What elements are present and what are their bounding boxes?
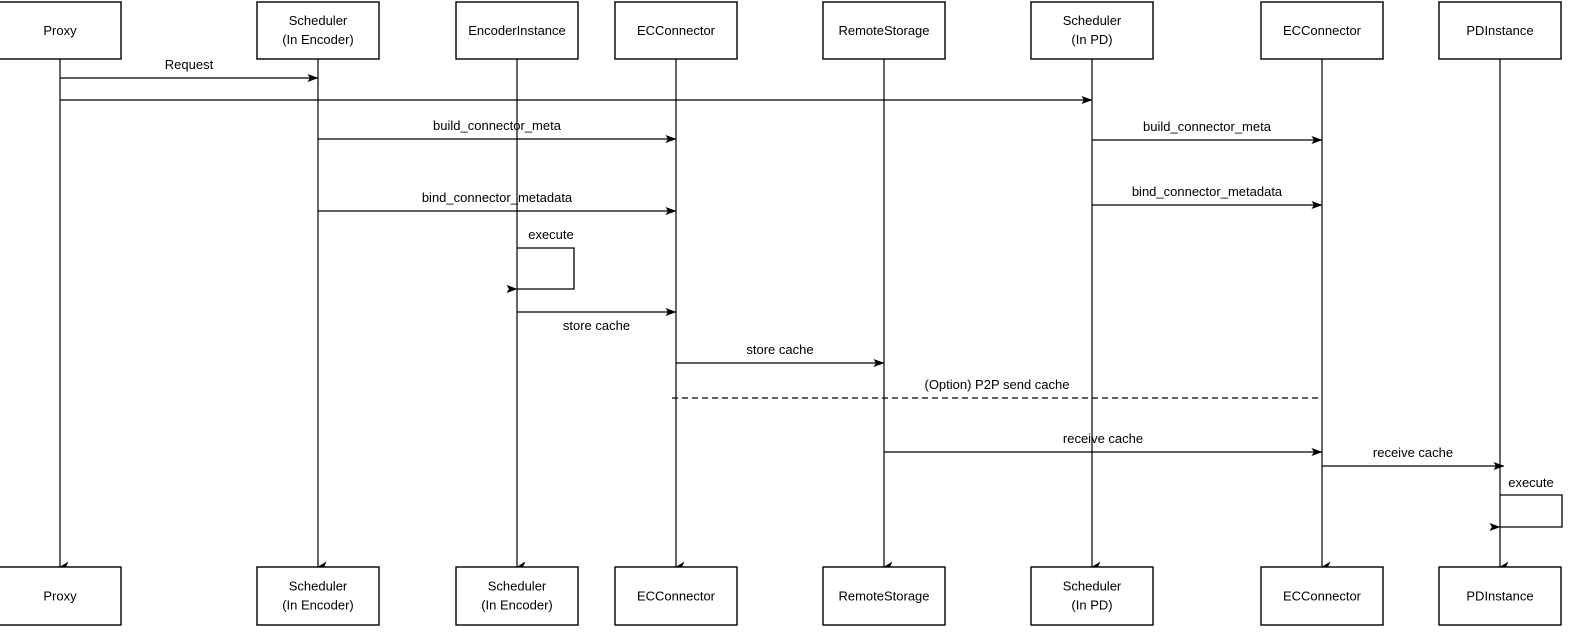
bottom-participant-label-remote-storage: RemoteStorage: [838, 588, 929, 603]
lifelines-group: [59, 59, 1509, 573]
message-m8: store cache: [676, 342, 885, 367]
bottom-participant-box-ecconnector-enc: [614, 566, 738, 626]
top-participant-box-remote-storage: [822, 1, 946, 60]
message-label-m5: bind_connector_metadata: [422, 190, 573, 205]
top-participant-label-ecconnector-pd: ECConnector: [1283, 23, 1362, 38]
message-m1: Request: [60, 57, 319, 82]
message-m11: receive cache: [1322, 445, 1505, 470]
top-participant-box-proxy: [0, 1, 122, 60]
top-participant-box-ecconnector-enc: [614, 1, 738, 60]
bottom-participant-label-encoder-instance: Scheduler: [488, 578, 547, 593]
bottom-participant-box-ecconnector-pd: [1260, 566, 1384, 626]
message-label-m9: (Option) P2P send cache: [924, 377, 1069, 392]
top-participant-box-sched-pd: [1030, 1, 1154, 60]
top-participant-label-sched-encoder: Scheduler: [289, 13, 348, 28]
top-participant-label-ecconnector-enc: ECConnector: [637, 23, 716, 38]
bottom-participant-sublabel-sched-encoder: (In Encoder): [282, 597, 354, 612]
bottom-participant-sublabel-sched-pd: (In PD): [1071, 597, 1112, 612]
top-participant-boxes: Proxy Scheduler (In Encoder) EncoderInstanc…: [0, 1, 1562, 60]
message-m6: bind_connector_metadata: [1092, 184, 1323, 209]
message-label-m4: build_connector_meta: [1143, 119, 1272, 134]
top-participant-sublabel-sched-encoder: (In Encoder): [282, 32, 354, 47]
messages-group: Request build_connector_meta build_connect…: [60, 57, 1505, 470]
bottom-participant-box-encoder-instance: [455, 566, 579, 626]
self-message-s1: execute: [506, 227, 575, 293]
message-m7: store cache: [517, 308, 677, 333]
bottom-participant-label-sched-encoder: Scheduler: [289, 578, 348, 593]
message-m9: (Option) P2P send cache: [672, 377, 1322, 399]
message-label-m1: Request: [165, 57, 214, 72]
bottom-participant-label-ecconnector-enc: ECConnector: [637, 588, 716, 603]
message-m5: bind_connector_metadata: [318, 190, 677, 215]
top-participant-ecconnector-enc: ECConnector: [614, 1, 738, 60]
self-message-path-s1: [506, 247, 575, 293]
top-participant-label-pd-instance: PDInstance: [1466, 23, 1533, 38]
top-participant-sublabel-sched-pd: (In PD): [1071, 32, 1112, 47]
bottom-participant-box-proxy: [0, 566, 122, 626]
bottom-participant-sublabel-encoder-instance: (In Encoder): [481, 597, 553, 612]
bottom-participant-label-pd-instance: PDInstance: [1466, 588, 1533, 603]
top-participant-ecconnector-pd: ECConnector: [1260, 1, 1384, 60]
bottom-participant-pd-instance: PDInstance: [1438, 566, 1562, 626]
top-participant-label-remote-storage: RemoteStorage: [838, 23, 929, 38]
bottom-participant-sched-encoder: Scheduler (In Encoder): [256, 566, 380, 626]
self-message-s2: execute: [1489, 475, 1563, 531]
bottom-participant-remote-storage: RemoteStorage: [822, 566, 946, 626]
top-participant-box-sched-encoder: [256, 1, 380, 60]
bottom-participant-label-ecconnector-pd: ECConnector: [1283, 588, 1362, 603]
message-label-m3: build_connector_meta: [433, 118, 562, 133]
bottom-participant-box-remote-storage: [822, 566, 946, 626]
message-label-m11: receive cache: [1373, 445, 1453, 460]
message-m4: build_connector_meta: [1092, 119, 1323, 144]
top-participant-sched-pd: Scheduler (In PD): [1030, 1, 1154, 60]
message-label-m10: receive cache: [1063, 431, 1143, 446]
bottom-participant-box-pd-instance: [1438, 566, 1562, 626]
top-participant-label-proxy: Proxy: [43, 23, 77, 38]
bottom-participant-label-sched-pd: Scheduler: [1063, 578, 1122, 593]
top-participant-encoder-instance: EncoderInstance: [455, 1, 579, 60]
bottom-participant-label-proxy: Proxy: [43, 588, 77, 603]
top-participant-remote-storage: RemoteStorage: [822, 1, 946, 60]
message-m10: receive cache: [884, 431, 1323, 456]
top-participant-label-encoder-instance: EncoderInstance: [468, 23, 566, 38]
bottom-participant-boxes: Proxy Scheduler (In Encoder) Scheduler (In E…: [0, 566, 1562, 626]
bottom-participant-proxy: Proxy: [0, 566, 122, 626]
message-label-m6: bind_connector_metadata: [1132, 184, 1283, 199]
bottom-participant-ecconnector-enc: ECConnector: [614, 566, 738, 626]
self-message-label-s1: execute: [528, 227, 574, 242]
top-participant-box-ecconnector-pd: [1260, 1, 1384, 60]
bottom-participant-box-sched-pd: [1030, 566, 1154, 626]
self-message-path-s2: [1489, 494, 1563, 531]
bottom-participant-box-sched-encoder: [256, 566, 380, 626]
bottom-participant-sched-pd: Scheduler (In PD): [1030, 566, 1154, 626]
top-participant-pd-instance: PDInstance: [1438, 1, 1562, 60]
message-label-m8: store cache: [746, 342, 813, 357]
top-participant-box-encoder-instance: [455, 1, 579, 60]
self-messages-group: execute execute: [506, 227, 1563, 531]
self-message-label-s2: execute: [1508, 475, 1554, 490]
bottom-participant-encoder-instance: Scheduler (In Encoder): [455, 566, 579, 626]
message-m3: build_connector_meta: [318, 118, 677, 143]
message-label-m7: store cache: [563, 318, 630, 333]
top-participant-proxy: Proxy: [0, 1, 122, 60]
top-participant-label-sched-pd: Scheduler: [1063, 13, 1122, 28]
top-participant-sched-encoder: Scheduler (In Encoder): [256, 1, 380, 60]
bottom-participant-ecconnector-pd: ECConnector: [1260, 566, 1384, 626]
top-participant-box-pd-instance: [1438, 1, 1562, 60]
